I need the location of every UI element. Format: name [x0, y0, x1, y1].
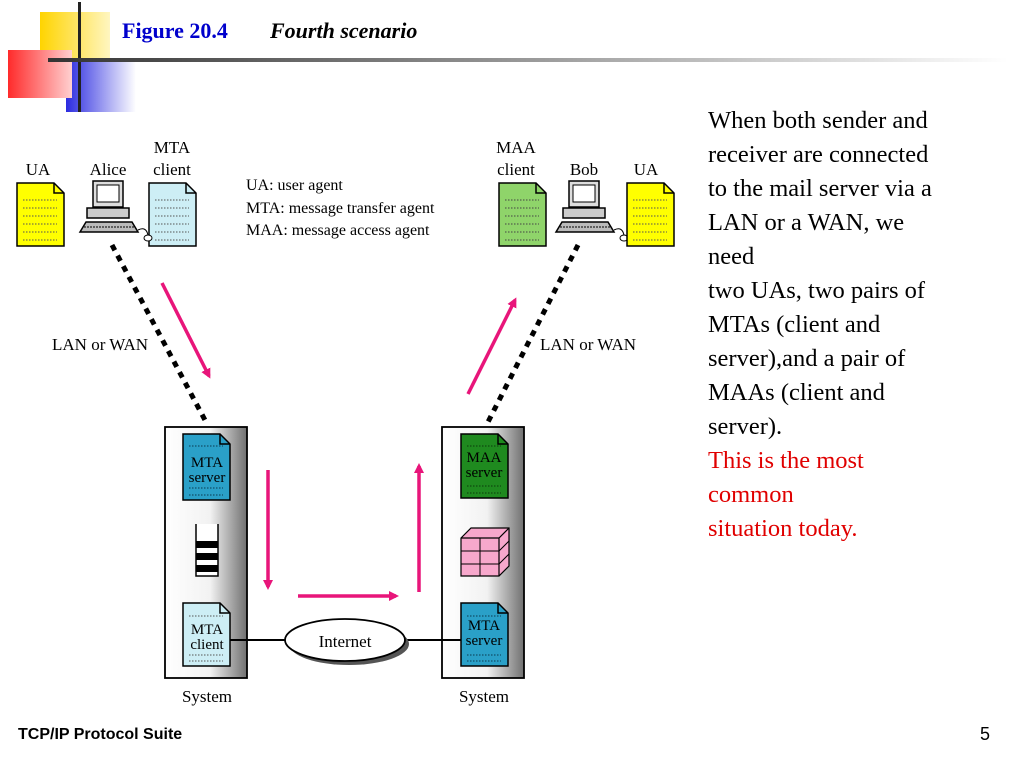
deco-horizontal-line — [48, 58, 1008, 62]
left-mta-client-box-label-1: MTA — [191, 622, 223, 638]
right-ua-document-icon — [626, 182, 675, 247]
description-line: receiver are connected — [708, 141, 929, 168]
description-line: MAAs (client and — [708, 379, 885, 406]
left-mta-client-box-document-icon — [182, 602, 231, 667]
description-text: When both sender and receiver are connec… — [708, 104, 1008, 546]
left-mta-client-label-1: MTA — [154, 138, 191, 157]
description-line: to the mail server via a — [708, 175, 932, 202]
legend-ua: UA: user agent — [246, 177, 343, 194]
right-maa-client-label-2: client — [497, 160, 535, 179]
right-lan-wan-label: LAN or WAN — [540, 335, 636, 354]
figure-label: Figure 20.4 — [122, 18, 228, 43]
right-mta-server-label-1: MTA — [468, 618, 500, 634]
description-line: need — [708, 243, 755, 270]
left-lan-wan-link — [109, 243, 209, 424]
left-mta-server-label-2: server — [189, 470, 226, 486]
left-upload-arrow — [160, 282, 211, 379]
description-line: server),and a pair of — [708, 345, 906, 372]
left-ua-label: UA — [26, 160, 51, 179]
email-scenario-diagram: UA Alice MTA client MAA client Bob UA UA… — [16, 138, 675, 706]
legend-maa: MAA: message access agent — [246, 222, 430, 239]
internet-cloud — [284, 618, 406, 662]
right-maa-server-label-2: server — [466, 465, 503, 481]
left-mta-server-label-1: MTA — [191, 455, 223, 471]
footer-title: TCP/IP Protocol Suite — [18, 726, 183, 743]
bob-label: Bob — [570, 160, 598, 179]
left-lan-wan-label: LAN or WAN — [52, 335, 148, 354]
left-ua-document-icon — [16, 182, 65, 247]
right-maa-client-document-icon — [498, 182, 547, 247]
mailbox-icon — [460, 527, 510, 577]
highlight-line: common — [708, 481, 794, 508]
right-system-label: System — [459, 687, 509, 706]
description-line: MTAs (client and — [708, 311, 881, 338]
description-line: When both sender and — [708, 107, 928, 134]
left-system-label: System — [182, 687, 232, 706]
highlight-line: situation today. — [708, 515, 858, 542]
right-mta-server-document-icon — [460, 602, 509, 667]
left-mta-client-document-icon — [148, 182, 197, 247]
right-ua-label: UA — [634, 160, 659, 179]
left-mta-client-label-2: client — [153, 160, 191, 179]
left-mta-client-box-label-2: client — [190, 637, 224, 653]
bob-computer-icon — [554, 180, 629, 242]
left-mta-server-document-icon — [182, 433, 231, 501]
right-lan-wan-link — [485, 243, 581, 424]
description-line: server). — [708, 413, 783, 440]
figure-title: Fourth scenario — [270, 18, 418, 43]
right-maa-server-label-1: MAA — [466, 450, 501, 466]
queue-icon — [195, 524, 219, 577]
right-mta-server-label-2: server — [466, 633, 503, 649]
deco-blue-square — [66, 60, 136, 112]
legend-mta: MTA: message transfer agent — [246, 200, 435, 217]
page-number: 5 — [980, 724, 991, 744]
right-maa-client-label-1: MAA — [496, 138, 536, 157]
right-download-arrow — [466, 297, 517, 395]
internet-label: Internet — [319, 632, 372, 651]
description-line: LAN or a WAN, we — [708, 209, 905, 236]
deco-vertical-line — [78, 2, 81, 112]
alice-computer-icon — [78, 180, 153, 242]
description-line: two UAs, two pairs of — [708, 277, 926, 304]
highlight-line: This is the most — [708, 447, 864, 474]
alice-label: Alice — [90, 160, 127, 179]
right-maa-server-document-icon — [460, 433, 509, 499]
